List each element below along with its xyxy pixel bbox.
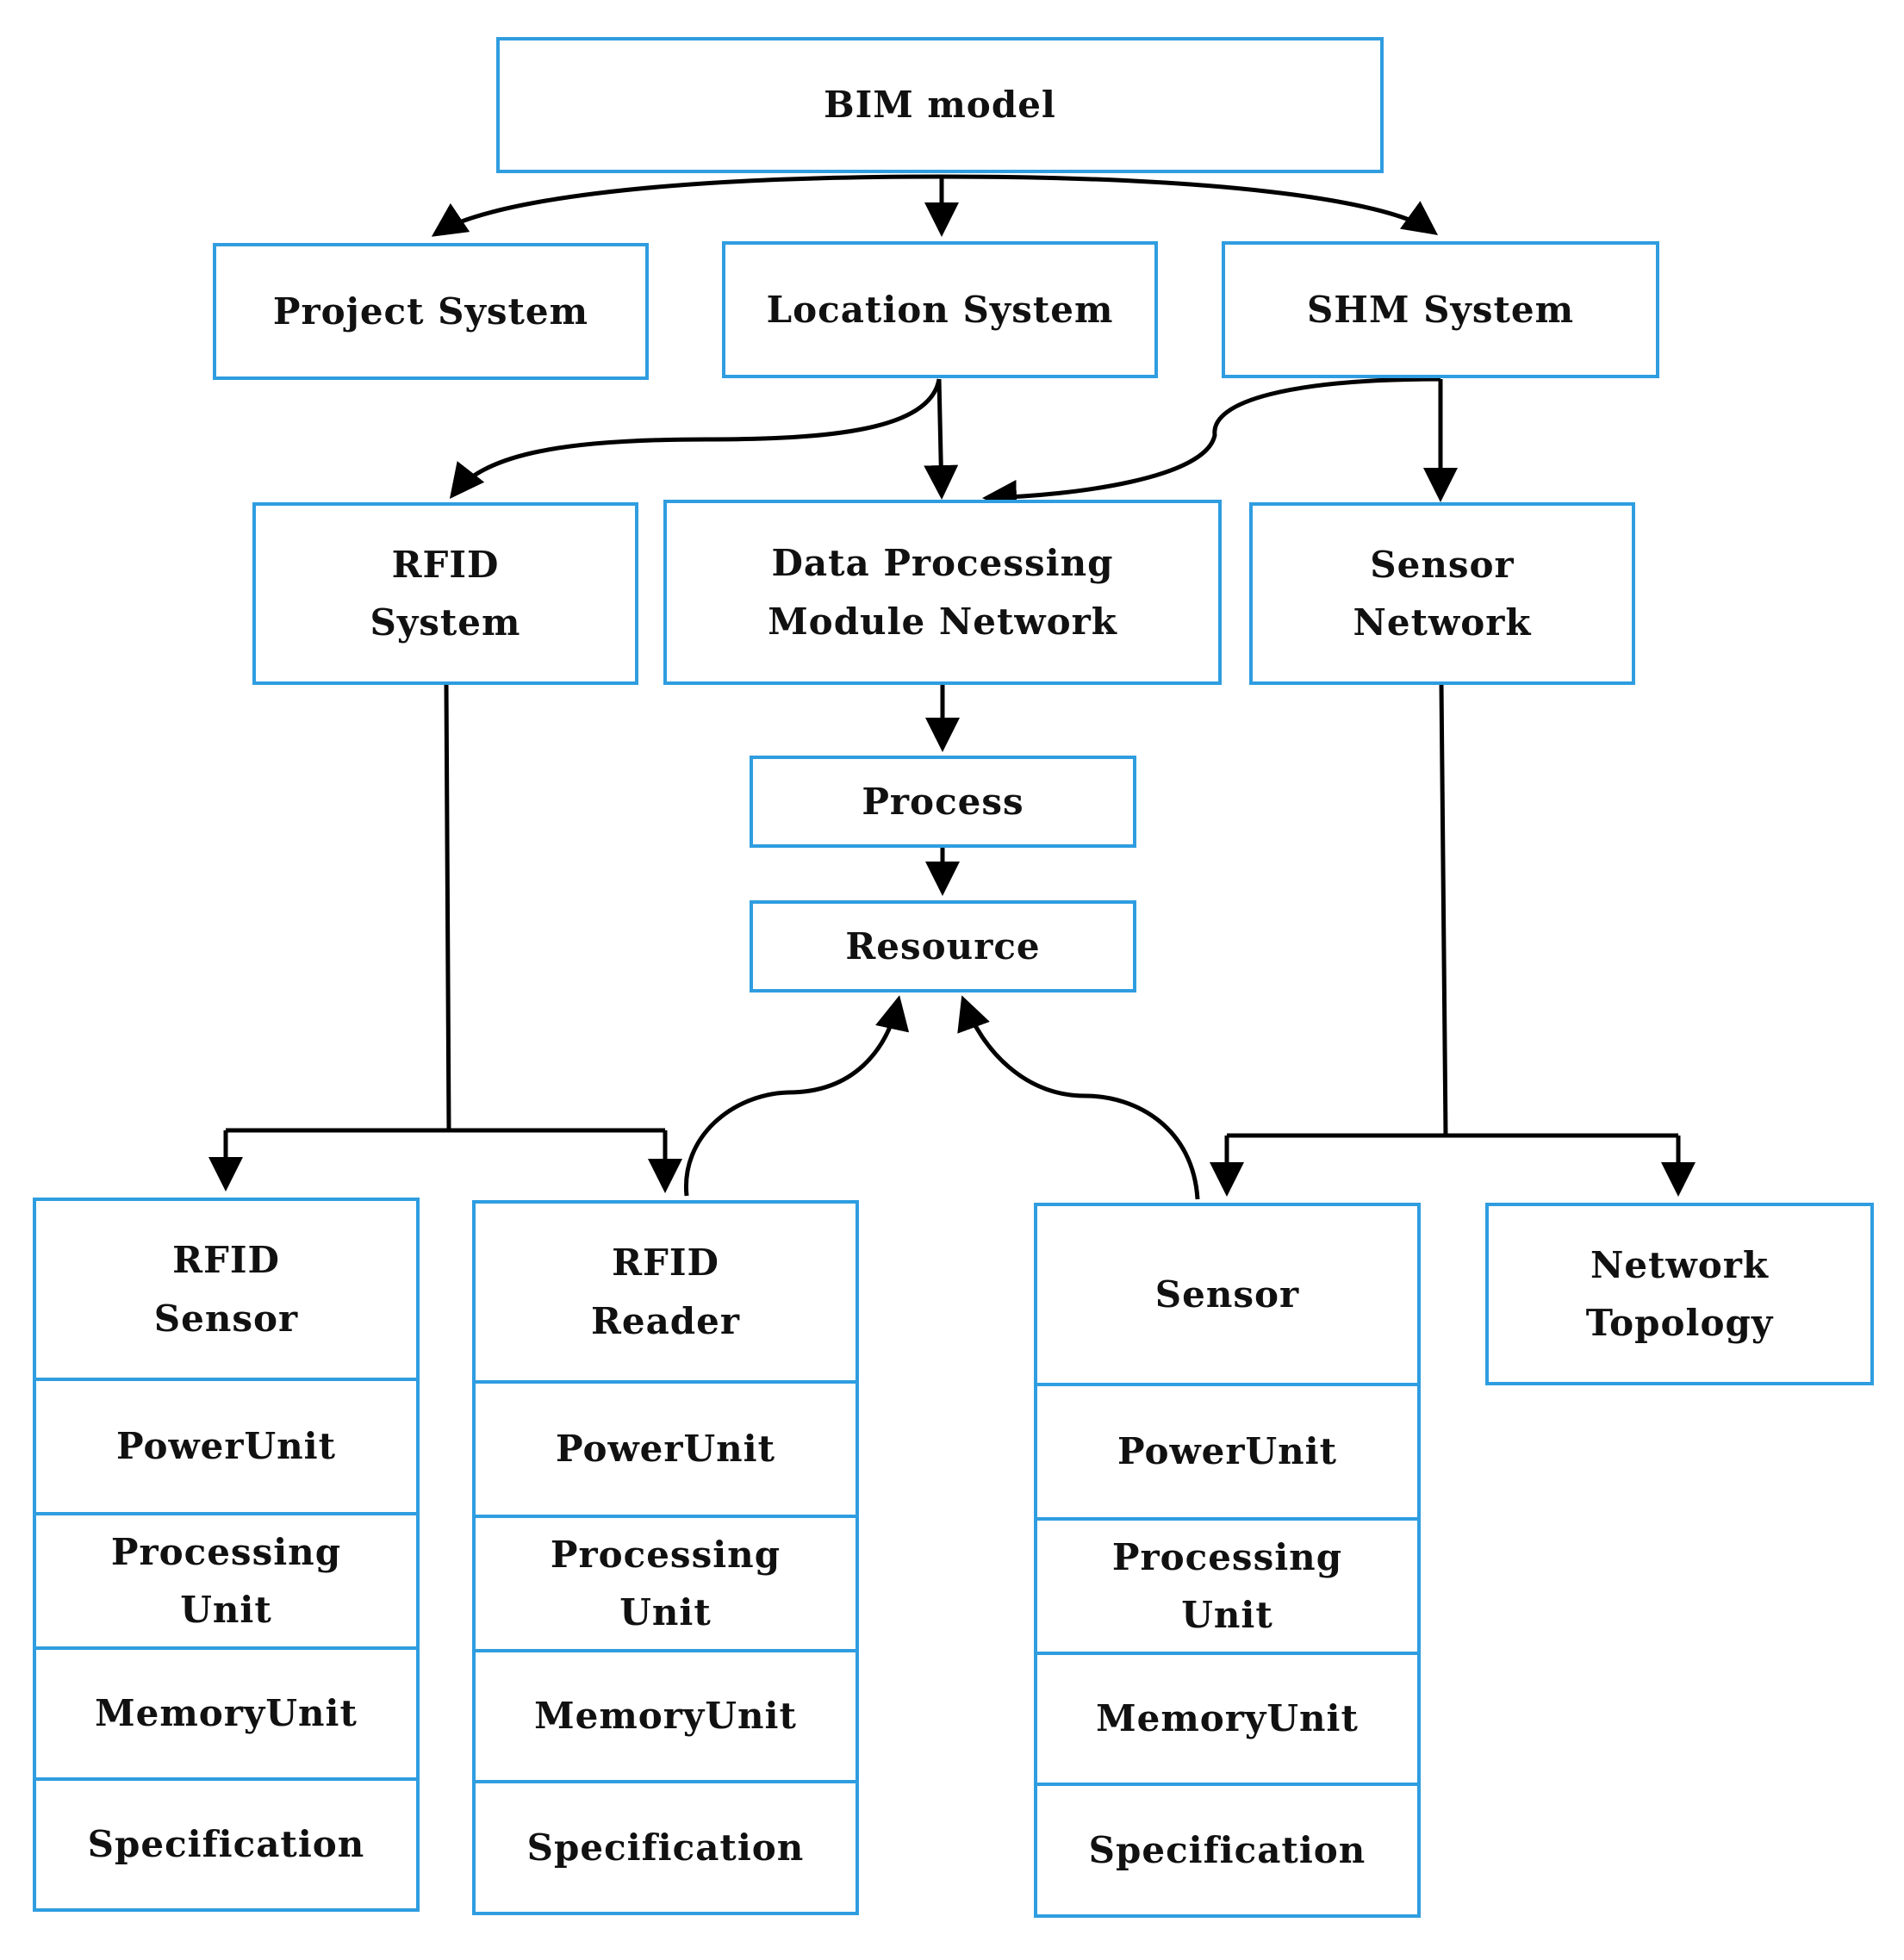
sensor-power-unit: PowerUnit [1034, 1383, 1421, 1521]
line-rfid-system-trunk [444, 682, 451, 1131]
network-topology-label: Network Topology [1585, 1243, 1774, 1344]
rfid-reader-specification: Specification [472, 1780, 859, 1915]
sensor-processing-label: Processing Unit [1111, 1535, 1343, 1636]
rfid-reader-power-label: PowerUnit [556, 1428, 775, 1471]
rfid-sensor-title-box: RFID Sensor [33, 1198, 420, 1381]
resource-box: Resource [750, 900, 1136, 992]
shm-system-box: SHM System [1222, 241, 1659, 378]
arrow-bim-to-project [431, 174, 943, 237]
arrow-sensor-to-resource [957, 995, 1200, 1200]
rfid-sensor-spec-label: Specification [87, 1823, 365, 1866]
arrow-rfid-reader-to-resource [683, 995, 910, 1197]
network-topology-box: Network Topology [1485, 1203, 1874, 1385]
arrow-location-to-data-processing [924, 378, 959, 500]
process-label: Process [862, 780, 1024, 823]
rfid-reader-title-box: RFID Reader [472, 1200, 859, 1384]
rfid-sensor-processing-unit: Processing Unit [33, 1512, 420, 1650]
rfid-reader-power-unit: PowerUnit [472, 1380, 859, 1518]
project-system-box: Project System [213, 243, 649, 380]
resource-label: Resource [845, 924, 1041, 968]
rfid-reader-memory-label: MemoryUnit [534, 1695, 797, 1738]
rfid-sensor-memory-unit: MemoryUnit [33, 1646, 420, 1781]
project-system-label: Project System [272, 289, 589, 333]
rfid-sensor-power-unit: PowerUnit [33, 1378, 420, 1515]
rfid-reader-memory-unit: MemoryUnit [472, 1649, 859, 1783]
sensor-spec-label: Specification [1088, 1828, 1366, 1871]
sensor-processing-unit: Processing Unit [1034, 1517, 1421, 1655]
rfid-reader-spec-label: Specification [526, 1826, 805, 1869]
sensor-title: Sensor [1154, 1272, 1300, 1316]
rfid-system-box: RFID System [252, 502, 638, 685]
rfid-sensor-specification: Specification [33, 1777, 420, 1912]
sensor-memory-unit: MemoryUnit [1034, 1652, 1421, 1786]
data-processing-label: Data Processing Module Network [768, 542, 1117, 643]
rfid-sensor-title: RFID Sensor [153, 1239, 299, 1340]
rfid-sensor-memory-label: MemoryUnit [95, 1692, 358, 1735]
arrow-shm-to-data-processing [982, 376, 1441, 514]
sensor-specification: Specification [1034, 1783, 1421, 1918]
sensor-memory-label: MemoryUnit [1096, 1697, 1359, 1740]
process-box: Process [750, 756, 1136, 848]
sensor-network-label: Sensor Network [1353, 543, 1532, 644]
rfid-reader-title: RFID Reader [590, 1241, 741, 1342]
line-sensor-network-trunk [1439, 682, 1448, 1136]
location-system-box: Location System [722, 241, 1158, 378]
bim-model-label: BIM model [824, 84, 1056, 127]
data-processing-box: Data Processing Module Network [663, 500, 1222, 685]
sensor-power-label: PowerUnit [1117, 1430, 1337, 1473]
shm-system-label: SHM System [1306, 288, 1575, 331]
bim-model-box: BIM model [496, 37, 1384, 173]
rfid-reader-processing-label: Processing Unit [550, 1533, 781, 1633]
rfid-system-label: RFID System [370, 543, 521, 644]
location-system-label: Location System [766, 288, 1114, 331]
rfid-sensor-processing-label: Processing Unit [110, 1530, 342, 1631]
arrow-location-to-rfid-system [449, 378, 942, 499]
arrow-bim-to-shm [941, 174, 1439, 235]
rfid-sensor-power-label: PowerUnit [116, 1425, 336, 1468]
sensor-network-box: Sensor Network [1249, 502, 1635, 685]
rfid-reader-processing-unit: Processing Unit [472, 1515, 859, 1652]
sensor-title-box: Sensor [1034, 1203, 1421, 1386]
